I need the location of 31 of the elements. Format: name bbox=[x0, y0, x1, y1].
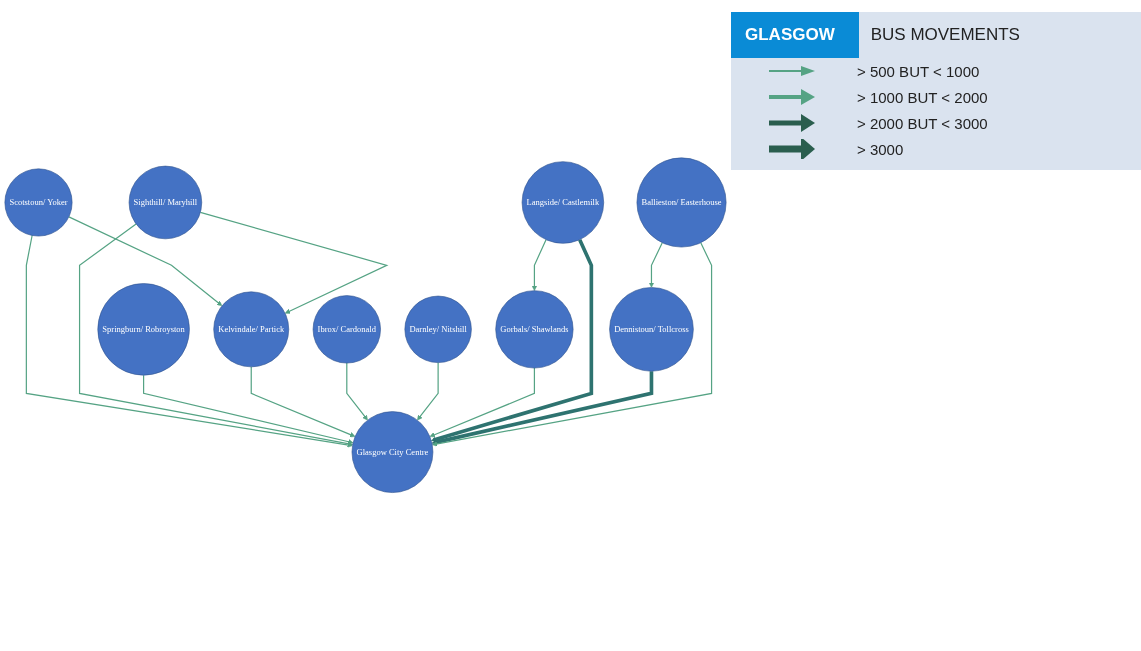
node-circle: Ibrox/ Cardonald bbox=[312, 295, 381, 364]
arrow bbox=[531, 239, 547, 292]
node-circle: Gorbals/ Shawlands bbox=[495, 290, 574, 369]
node-circle: Glasgow City Centre bbox=[351, 411, 434, 494]
heading-text: BUS MOVEMENTS bbox=[869, 25, 1020, 45]
node-circle: Kelvindale/ Partick bbox=[213, 291, 290, 368]
node-circle: Ballieston/ Easterhouse bbox=[636, 157, 727, 248]
node-circle: Springburn/ Robroyston bbox=[97, 283, 190, 376]
arrow bbox=[431, 371, 654, 445]
arrow bbox=[417, 362, 439, 421]
arrow bbox=[143, 374, 354, 445]
arrow bbox=[432, 242, 713, 447]
node-circle: Sighthill/ Maryhill bbox=[128, 166, 203, 240]
legend-label: > 2000 BUT < 3000 bbox=[857, 114, 988, 132]
arrow bbox=[68, 216, 223, 307]
arrow bbox=[250, 366, 356, 438]
arrow bbox=[199, 212, 389, 314]
legend-label: > 3000 bbox=[857, 140, 904, 158]
node-circle: Dennistoun/ Tollcross bbox=[609, 287, 694, 372]
arrow bbox=[431, 239, 594, 443]
arrow bbox=[429, 367, 535, 438]
arrow bbox=[78, 223, 353, 447]
node-circle: Darnley/ Nitshill bbox=[404, 296, 472, 364]
arrow bbox=[346, 362, 368, 421]
title-banner: GLASGOW bbox=[731, 12, 859, 58]
legend-label: > 1000 BUT < 2000 bbox=[857, 88, 988, 106]
node-circle: Scotstoun/ Yoker bbox=[4, 168, 73, 237]
arrow bbox=[648, 242, 663, 288]
node-circle: Langside/ Castlemilk bbox=[521, 161, 604, 244]
arrow bbox=[25, 235, 353, 448]
legend-label: > 500 BUT < 1000 bbox=[857, 62, 980, 80]
